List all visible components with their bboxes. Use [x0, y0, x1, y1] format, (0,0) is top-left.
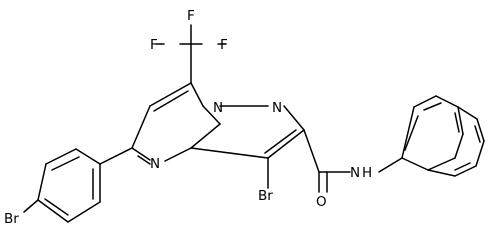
fluorine-label-right: F	[220, 37, 228, 53]
phenyl-bromine-label: Br	[4, 211, 19, 227]
naphthyl-group	[378, 95, 485, 177]
molecule-drawing: F F F N N N Br O N H Br	[4, 8, 485, 227]
pyrazole-ring	[190, 105, 305, 159]
bridgehead-nitrogen-label: N	[213, 100, 223, 116]
core-bromine-label: Br	[258, 188, 273, 204]
amide-nitrogen-label: N	[350, 165, 360, 181]
fluorine-label-left: F	[150, 37, 158, 53]
amide-hydrogen-label: H	[362, 165, 372, 181]
fluorine-label-top: F	[187, 8, 195, 24]
bromophenyl-group	[23, 147, 133, 223]
carbonyl-oxygen-label: O	[316, 194, 327, 210]
amide-group	[303, 129, 351, 193]
pyrazole-nitrogen-label: N	[272, 100, 282, 116]
molecule-svg: F F F N N N Br O N H Br	[4, 8, 485, 227]
pyrimidine-nitrogen-label: N	[150, 156, 160, 172]
pyrimidine-ring	[131, 82, 221, 165]
trifluoromethyl-group	[155, 24, 227, 84]
